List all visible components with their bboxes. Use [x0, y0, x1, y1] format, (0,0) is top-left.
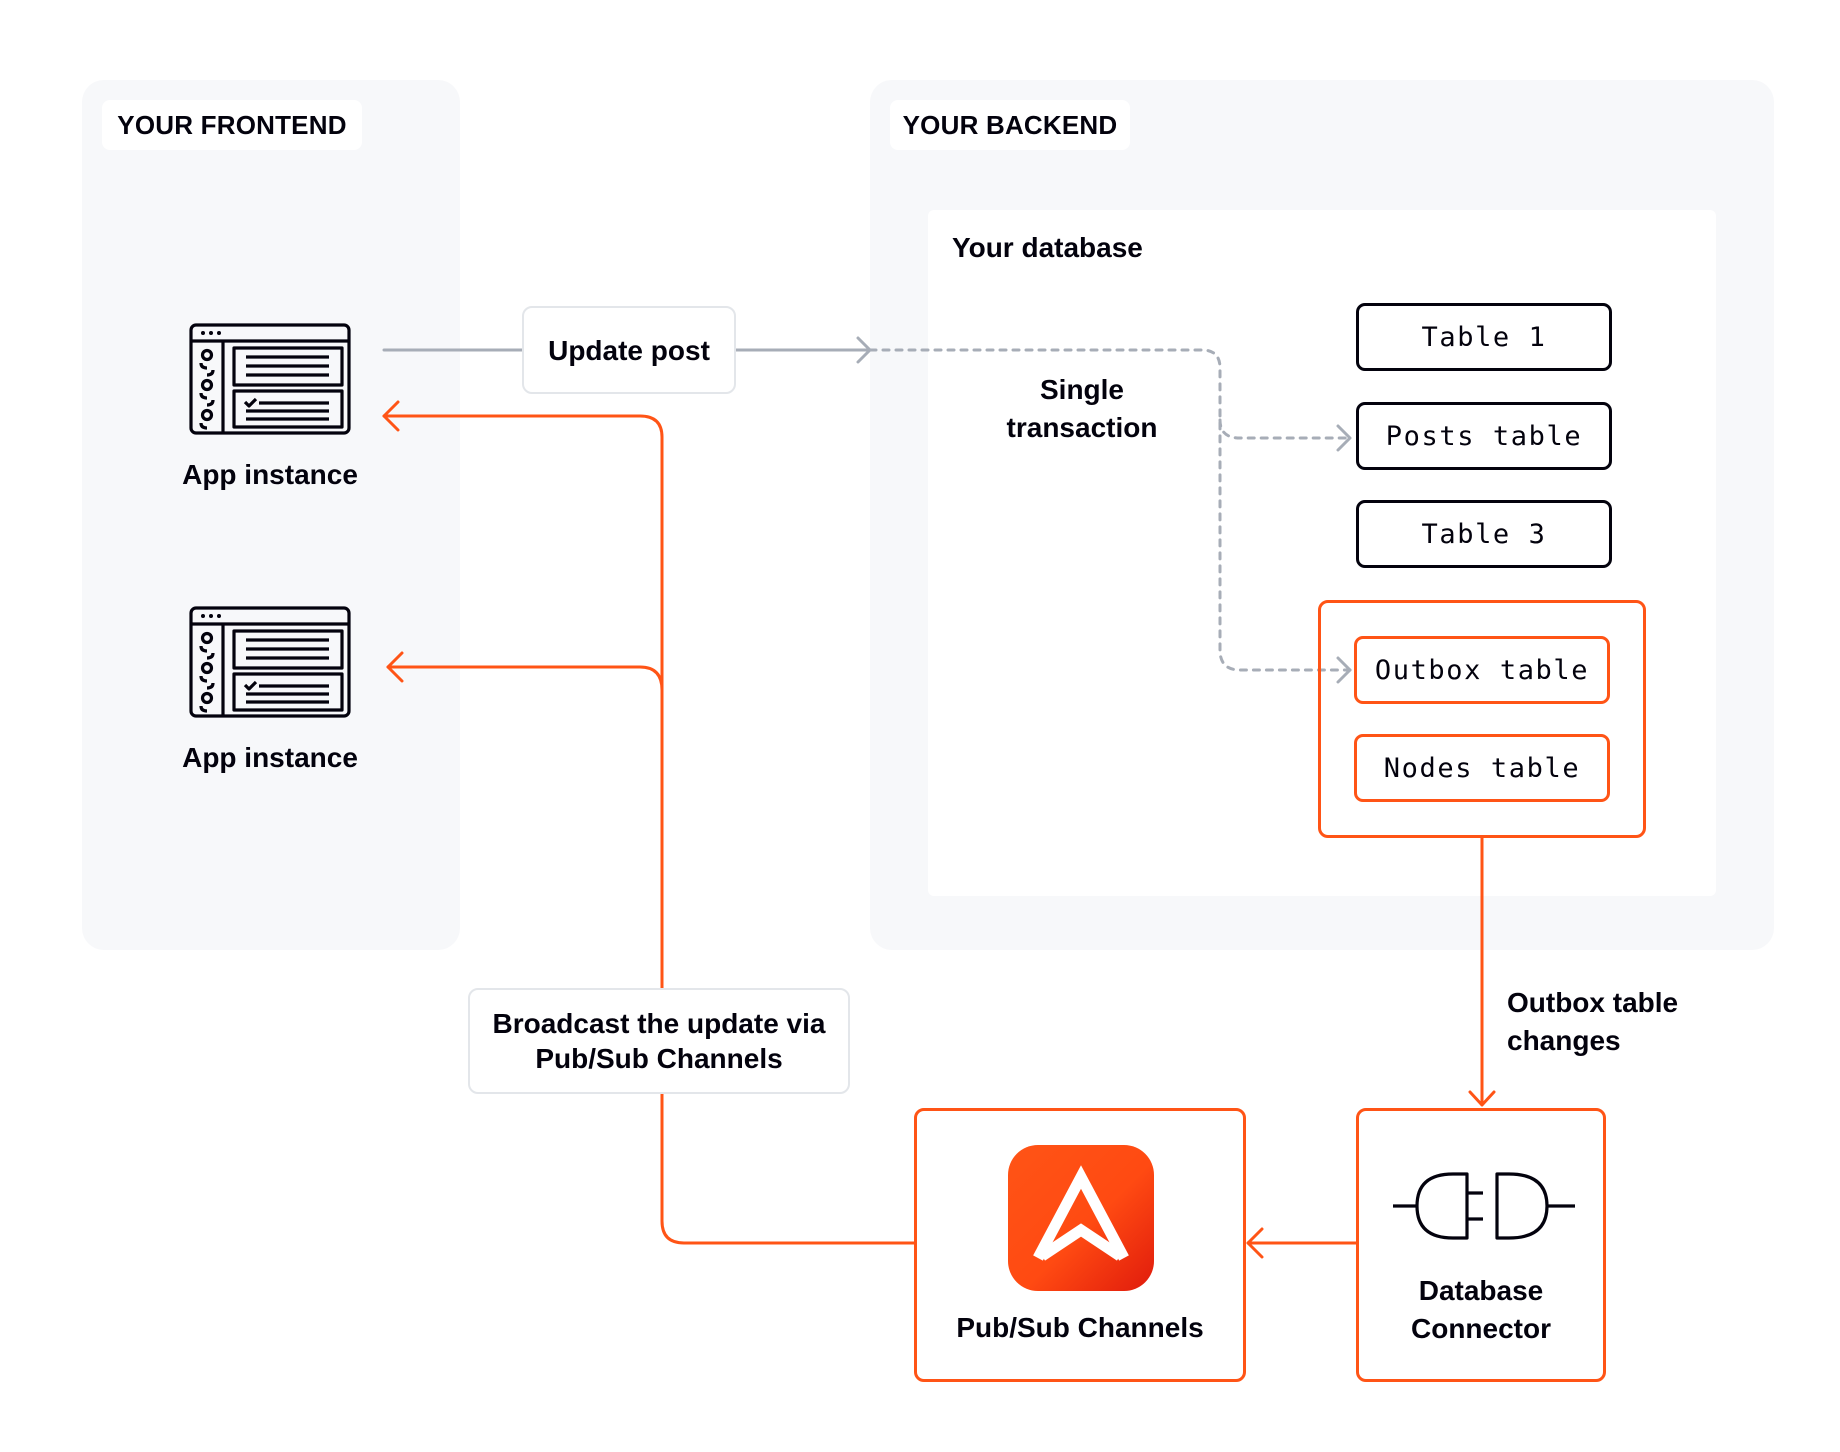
single-transaction-label: Single transaction	[1006, 374, 1158, 443]
outbox-arrowhead	[1336, 656, 1352, 684]
app-window-icon	[189, 606, 351, 718]
broadcast-branch-line	[386, 665, 664, 692]
app-instance-label-1: App instance	[182, 459, 358, 490]
ably-logo-icon	[1008, 1145, 1154, 1291]
posts-dashed-branch	[1218, 418, 1352, 440]
broadcast-arrowhead-1	[382, 400, 400, 432]
posts-table: Posts table	[1356, 402, 1612, 470]
plug-connector-icon	[1393, 1172, 1575, 1240]
pubsub-channels-box: Pub/Sub Channels	[914, 1108, 1246, 1382]
backend-label: YOUR BACKEND	[890, 100, 1130, 150]
database-connector-box: Database Connector	[1356, 1108, 1606, 1382]
transaction-dashed-line	[868, 348, 1352, 672]
connector-to-pubsub-arrowhead	[1246, 1227, 1264, 1259]
outbox-changes-arrowhead	[1468, 1090, 1496, 1107]
outbox-table: Outbox table	[1354, 636, 1610, 704]
table-3: Table 3	[1356, 500, 1612, 568]
frontend-label: YOUR FRONTEND	[102, 100, 362, 150]
broadcast-line	[382, 414, 916, 1245]
app-window-icon	[189, 323, 351, 435]
update-post-label: Update post	[522, 306, 736, 394]
broadcast-label: Broadcast the update via Pub/Sub Channel…	[468, 988, 850, 1094]
app-instance-label-2: App instance	[182, 742, 358, 773]
database-connector-label: Database Connector	[1411, 1275, 1551, 1344]
outbox-group	[1318, 600, 1646, 838]
nodes-table: Nodes table	[1354, 734, 1610, 802]
pubsub-channels-label: Pub/Sub Channels	[956, 1312, 1204, 1343]
broadcast-arrowhead-2	[386, 651, 404, 683]
posts-arrowhead	[1336, 424, 1352, 452]
database-title: Your database	[952, 232, 1143, 263]
outbox-changes-label: Outbox table changes	[1507, 987, 1679, 1056]
table-1: Table 1	[1356, 303, 1612, 371]
frontend-panel	[82, 80, 460, 950]
